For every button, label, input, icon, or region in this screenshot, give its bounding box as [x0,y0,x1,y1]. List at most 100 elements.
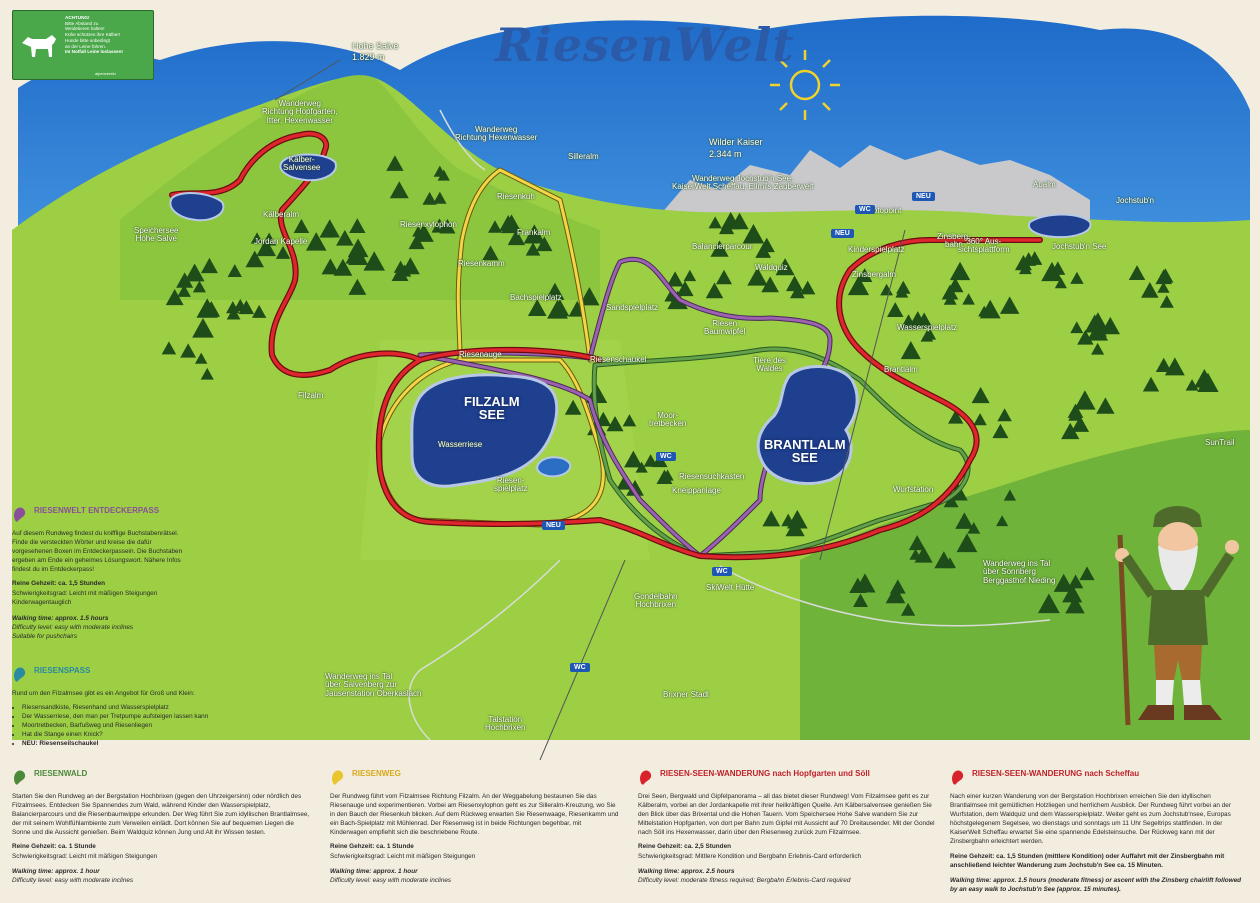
tree-icon [1185,379,1199,391]
tree-icon [856,268,873,283]
tree-icon [1068,407,1083,421]
panel-time: Reine Gehzeit: ca. 1 Stunde [330,843,414,851]
panel-title-text: RIESENWELT ENTDECKERPASS [34,506,160,515]
tree-icon [622,414,637,427]
label-riesenschaukel: Riesenschaukel [590,355,647,364]
panel-intro: Rund um den Filzalmsee gibt es ein Angeb… [12,690,195,697]
list-item: Der Wasserriese, den man per Tretpumpe a… [22,712,242,721]
panel-walk: Walking time: approx. 1.5 hours [12,614,109,622]
label-line: Hochbrixen [635,600,677,610]
tree-icon [226,307,241,320]
panel-time: Reine Gehzeit: ca. 2,5 Stunden [638,843,732,851]
label-line: Wanderweg [474,125,518,134]
tree-icon [896,280,911,294]
tree-icon [1018,262,1032,275]
notice-line: Weidetieren halten! [65,26,105,32]
notice-line: ACHTUNG! [65,15,90,20]
label-riesenxylophon: Riesenxylophon [400,220,457,229]
tree-icon [413,223,434,242]
label-frankalm: Frankalm [517,228,551,237]
label-line: Hochbrixen [485,723,526,733]
tree-icon [349,218,366,233]
tree-icon [1159,295,1174,308]
label-line: Baumwipfel [704,327,746,337]
tree-icon [1194,369,1215,388]
label-line: Riesen- [496,476,525,485]
tree-icon [1077,329,1094,345]
label-line: Salvensee [283,163,321,173]
label-zinsbergbahn: Zinsberg- bahn [937,232,971,250]
tree-icon [1079,566,1095,581]
label-bachspielplatz: Bachspielplatz [510,293,562,302]
tree-icon [943,493,959,508]
tree-icon [800,280,816,295]
tree-icon [525,242,541,256]
panel-body: Nach einer kurzen Wanderung von der Berg… [950,793,1231,846]
tree-icon [708,216,722,229]
label-line: Speichersee [134,226,179,235]
lake-filzalm-label: FILZALM SEE [464,395,520,421]
tree-icon [433,165,447,177]
tree-icon [666,271,684,287]
trail-jochstubn-see: Wanderweg Jochstub'n See, KaiserWelt Sch… [672,174,814,192]
panel-level: Difficulty level: easy with moderate inc… [12,623,134,631]
tree-icon [943,557,957,569]
panel-walk: Walking time: approx. 1 hour [330,867,418,875]
panel-walk: Walking time: approx. 2.5 hours [638,867,735,875]
panel-title-text: RIESEN-SEEN-WANDERUNG nach Scheffau [972,769,1140,778]
label-line: Richtung Hexenwasser [455,133,538,143]
wc-icon: WC [656,452,676,461]
label-wasserspielplatz: Wasserspielplatz [897,323,958,332]
tree-icon [624,450,643,468]
footprint-red-icon [640,770,652,785]
paths-grey [408,109,1051,741]
tree-icon [1164,357,1185,376]
panel-walk: Walking time: approx. 1.5 hours (moderat… [950,876,1242,893]
panel-body: Auf diesem Rundweg findest du knifflige … [12,530,183,574]
tree-icon [499,214,518,232]
tree-icon [275,245,291,259]
tree-icon [1128,265,1146,281]
hohe-salve-hill [120,75,600,300]
label-line: Zinsberg- [937,232,971,241]
lake-label-line: SEE [791,450,818,465]
tree-icon [683,269,697,282]
tree-icon [305,232,327,251]
tree-icon [564,399,582,415]
tree-icon [1071,415,1090,432]
tree-icon [947,277,964,293]
tree-icon [321,258,340,275]
list-item: NEU: Riesenseilschaukel [22,739,242,748]
panel-body: Starten Sie den Rundweg an der Bergstati… [12,793,310,837]
tree-icon [1053,573,1074,592]
panel-time: Reine Gehzeit: ca. 1,5 Stunden [12,580,106,588]
tree-icon [847,276,870,296]
label-line: Berggasthof Nieding [983,575,1056,585]
label-line: 360° Aus- [966,237,1002,246]
tree-icon [1020,252,1037,266]
tree-icon [900,340,921,360]
tree-icon [176,272,194,288]
tree-icon [900,602,916,616]
panel-grade: Schwierigkeitsgrad: Leicht mit mäßigen S… [12,852,158,860]
tree-icon [923,328,937,340]
tree-icon [433,191,447,204]
tree-icon [333,258,353,276]
tree-icon [718,220,735,235]
label-kinderspielplatz: Kinderspielplatz [848,245,905,254]
panel-title: RIESEN-SEEN-WANDERUNG nach Hopfgarten un… [638,768,938,786]
panel-body: Der Rundweg führt vom Filzalmsee Richtun… [330,793,619,837]
tree-icon [978,305,991,317]
trail-hopfgarten: Wanderweg Richtung Hopfgarten, Itter, He… [262,99,338,125]
tree-icon [1070,271,1084,284]
route-green [591,346,971,559]
sun-icon [770,50,840,120]
peak-wilder-kaiser-altitude: 2.344 m [709,149,742,159]
label-line: Kälber- [288,155,315,164]
footprint-teal-icon [14,667,26,682]
label-line: Jausenstation Oberkaslach [325,688,422,698]
label-line: KaiserWelt Scheffau, Ellmi's Zauberwelt [672,182,814,192]
tree-icon [319,224,335,238]
lake-label-line: BRANTLALM [764,437,846,452]
tree-icon [256,238,276,257]
